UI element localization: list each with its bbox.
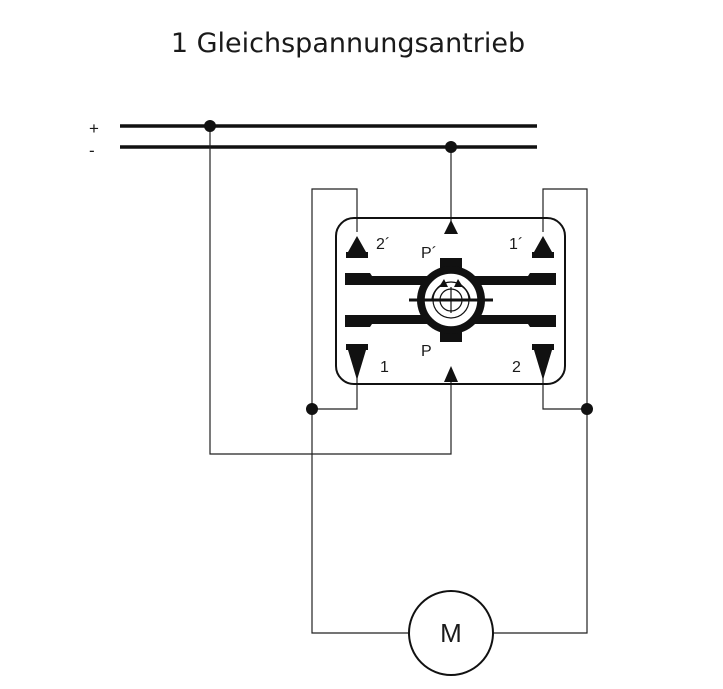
port-label-p-prime: P´ bbox=[421, 245, 437, 262]
port-arrow-1-prime bbox=[534, 236, 552, 252]
port-arrow-2-prime bbox=[348, 236, 366, 252]
wires bbox=[209, 126, 588, 634]
port-seat bbox=[346, 252, 368, 258]
port-label-2: 2 bbox=[512, 359, 521, 376]
port-label-p: P bbox=[421, 343, 432, 360]
port-seat bbox=[346, 344, 368, 350]
rotation-arrowhead bbox=[454, 279, 463, 287]
diagram-title: 1 Gleichspannungsantrieb bbox=[170, 28, 526, 59]
junction-dot bbox=[306, 403, 318, 415]
port-seat bbox=[532, 344, 554, 350]
port-label-1: 1 bbox=[380, 359, 389, 376]
motor-symbol bbox=[408, 590, 494, 676]
junction-dot bbox=[204, 120, 216, 132]
port-arrow-p-prime bbox=[444, 220, 458, 234]
port-arrow-1 bbox=[348, 350, 366, 380]
minus-label: - bbox=[89, 141, 95, 160]
port-seat bbox=[532, 252, 554, 258]
plus-label: + bbox=[89, 119, 99, 138]
port-arrow-2 bbox=[534, 350, 552, 380]
port-label-2-prime: 2´ bbox=[376, 236, 390, 253]
port-arrow-p bbox=[444, 366, 458, 382]
rotary-plug bbox=[409, 258, 493, 342]
rotation-arrowhead bbox=[439, 279, 448, 287]
junction-dot bbox=[445, 141, 457, 153]
port-label-1-prime: 1´ bbox=[509, 236, 523, 253]
flow-channels bbox=[345, 273, 556, 327]
valve-housing bbox=[335, 217, 566, 385]
motor-label: M bbox=[440, 618, 462, 648]
junction-dot bbox=[581, 403, 593, 415]
